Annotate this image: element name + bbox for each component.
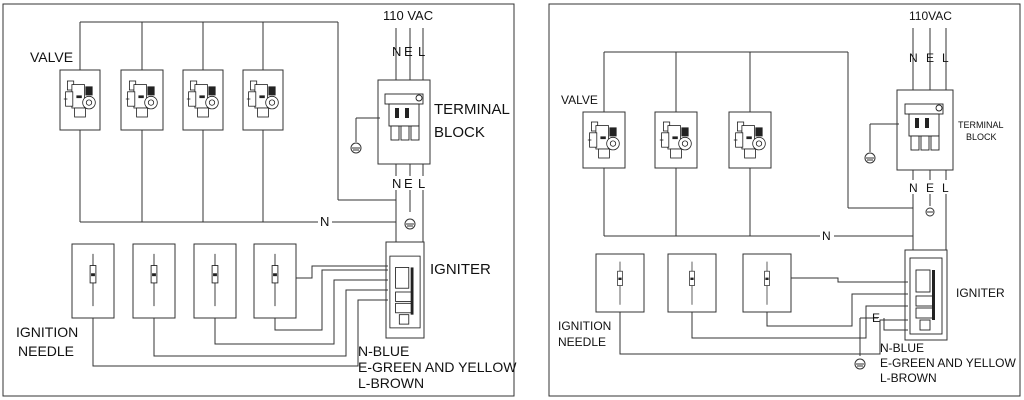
terminal-l-label: L [418,176,425,191]
terminal-l-label: L [418,44,425,59]
left-diagram: 110 VAC N E L N E L VALVE TERMINAL BLOCK… [2,3,517,397]
terminal-n-label: N [392,44,401,59]
wire-color-legend: L-BROWN [358,375,424,391]
ground-symbol-icon [350,142,362,154]
terminal-n-label: N [909,51,918,65]
ignition-needle-label: IGNITION [16,324,78,340]
terminal-l-label: L [942,181,949,195]
ground-symbol-icon [404,218,416,230]
ground-symbol-icon [864,152,876,164]
igniter-label: IGNITER [956,286,1005,300]
terminal-l-label: L [942,51,949,65]
supply-voltage-label: 110VAC [909,9,952,23]
earth-wire-label: E [872,311,880,325]
right-diagram: 110VAC N E L N E L VALVE TERMINAL BLOCK … [548,3,1021,397]
terminal-e-label: E [926,51,934,65]
ground-symbol-icon [925,207,935,217]
ignition-needle-label: NEEDLE [558,335,606,349]
terminal-e-label: E [404,176,413,191]
terminal-n-label: N [909,181,918,195]
supply-voltage-label: 110 VAC [383,8,433,23]
wire-color-legend: L-BROWN [880,371,937,385]
terminal-e-label: E [404,44,413,59]
wire-color-legend: E-GREEN AND YELLOW [358,359,517,375]
ground-symbol-icon [854,358,866,370]
terminal-e-label: E [926,181,934,195]
ignition-needle-label: NEEDLE [18,343,74,359]
terminal-block-label: BLOCK [966,132,997,142]
valve-label: VALVE [30,49,73,65]
terminal-n-label: N [392,176,401,191]
igniter-icon [389,255,421,329]
terminal-block-icon [904,103,944,151]
wire-color-legend: E-GREEN AND YELLOW [880,356,1016,370]
terminal-block-box [896,89,954,171]
neutral-wire-label: N [822,229,831,243]
valve-label: VALVE [561,93,598,107]
terminal-block-label: TERMINAL [434,101,510,118]
wire-color-legend: N-BLUE [880,341,924,355]
left-frame [2,3,515,397]
terminal-block-label: TERMINAL [958,120,1004,130]
ignition-needle-label: IGNITION [558,319,611,333]
igniter-icon [909,257,943,335]
igniter-label: IGNITER [430,261,491,278]
terminal-block-icon [384,93,424,141]
neutral-wire-label: N [320,214,329,229]
terminal-block-label: BLOCK [434,124,485,141]
wire-color-legend: N-BLUE [358,343,409,359]
